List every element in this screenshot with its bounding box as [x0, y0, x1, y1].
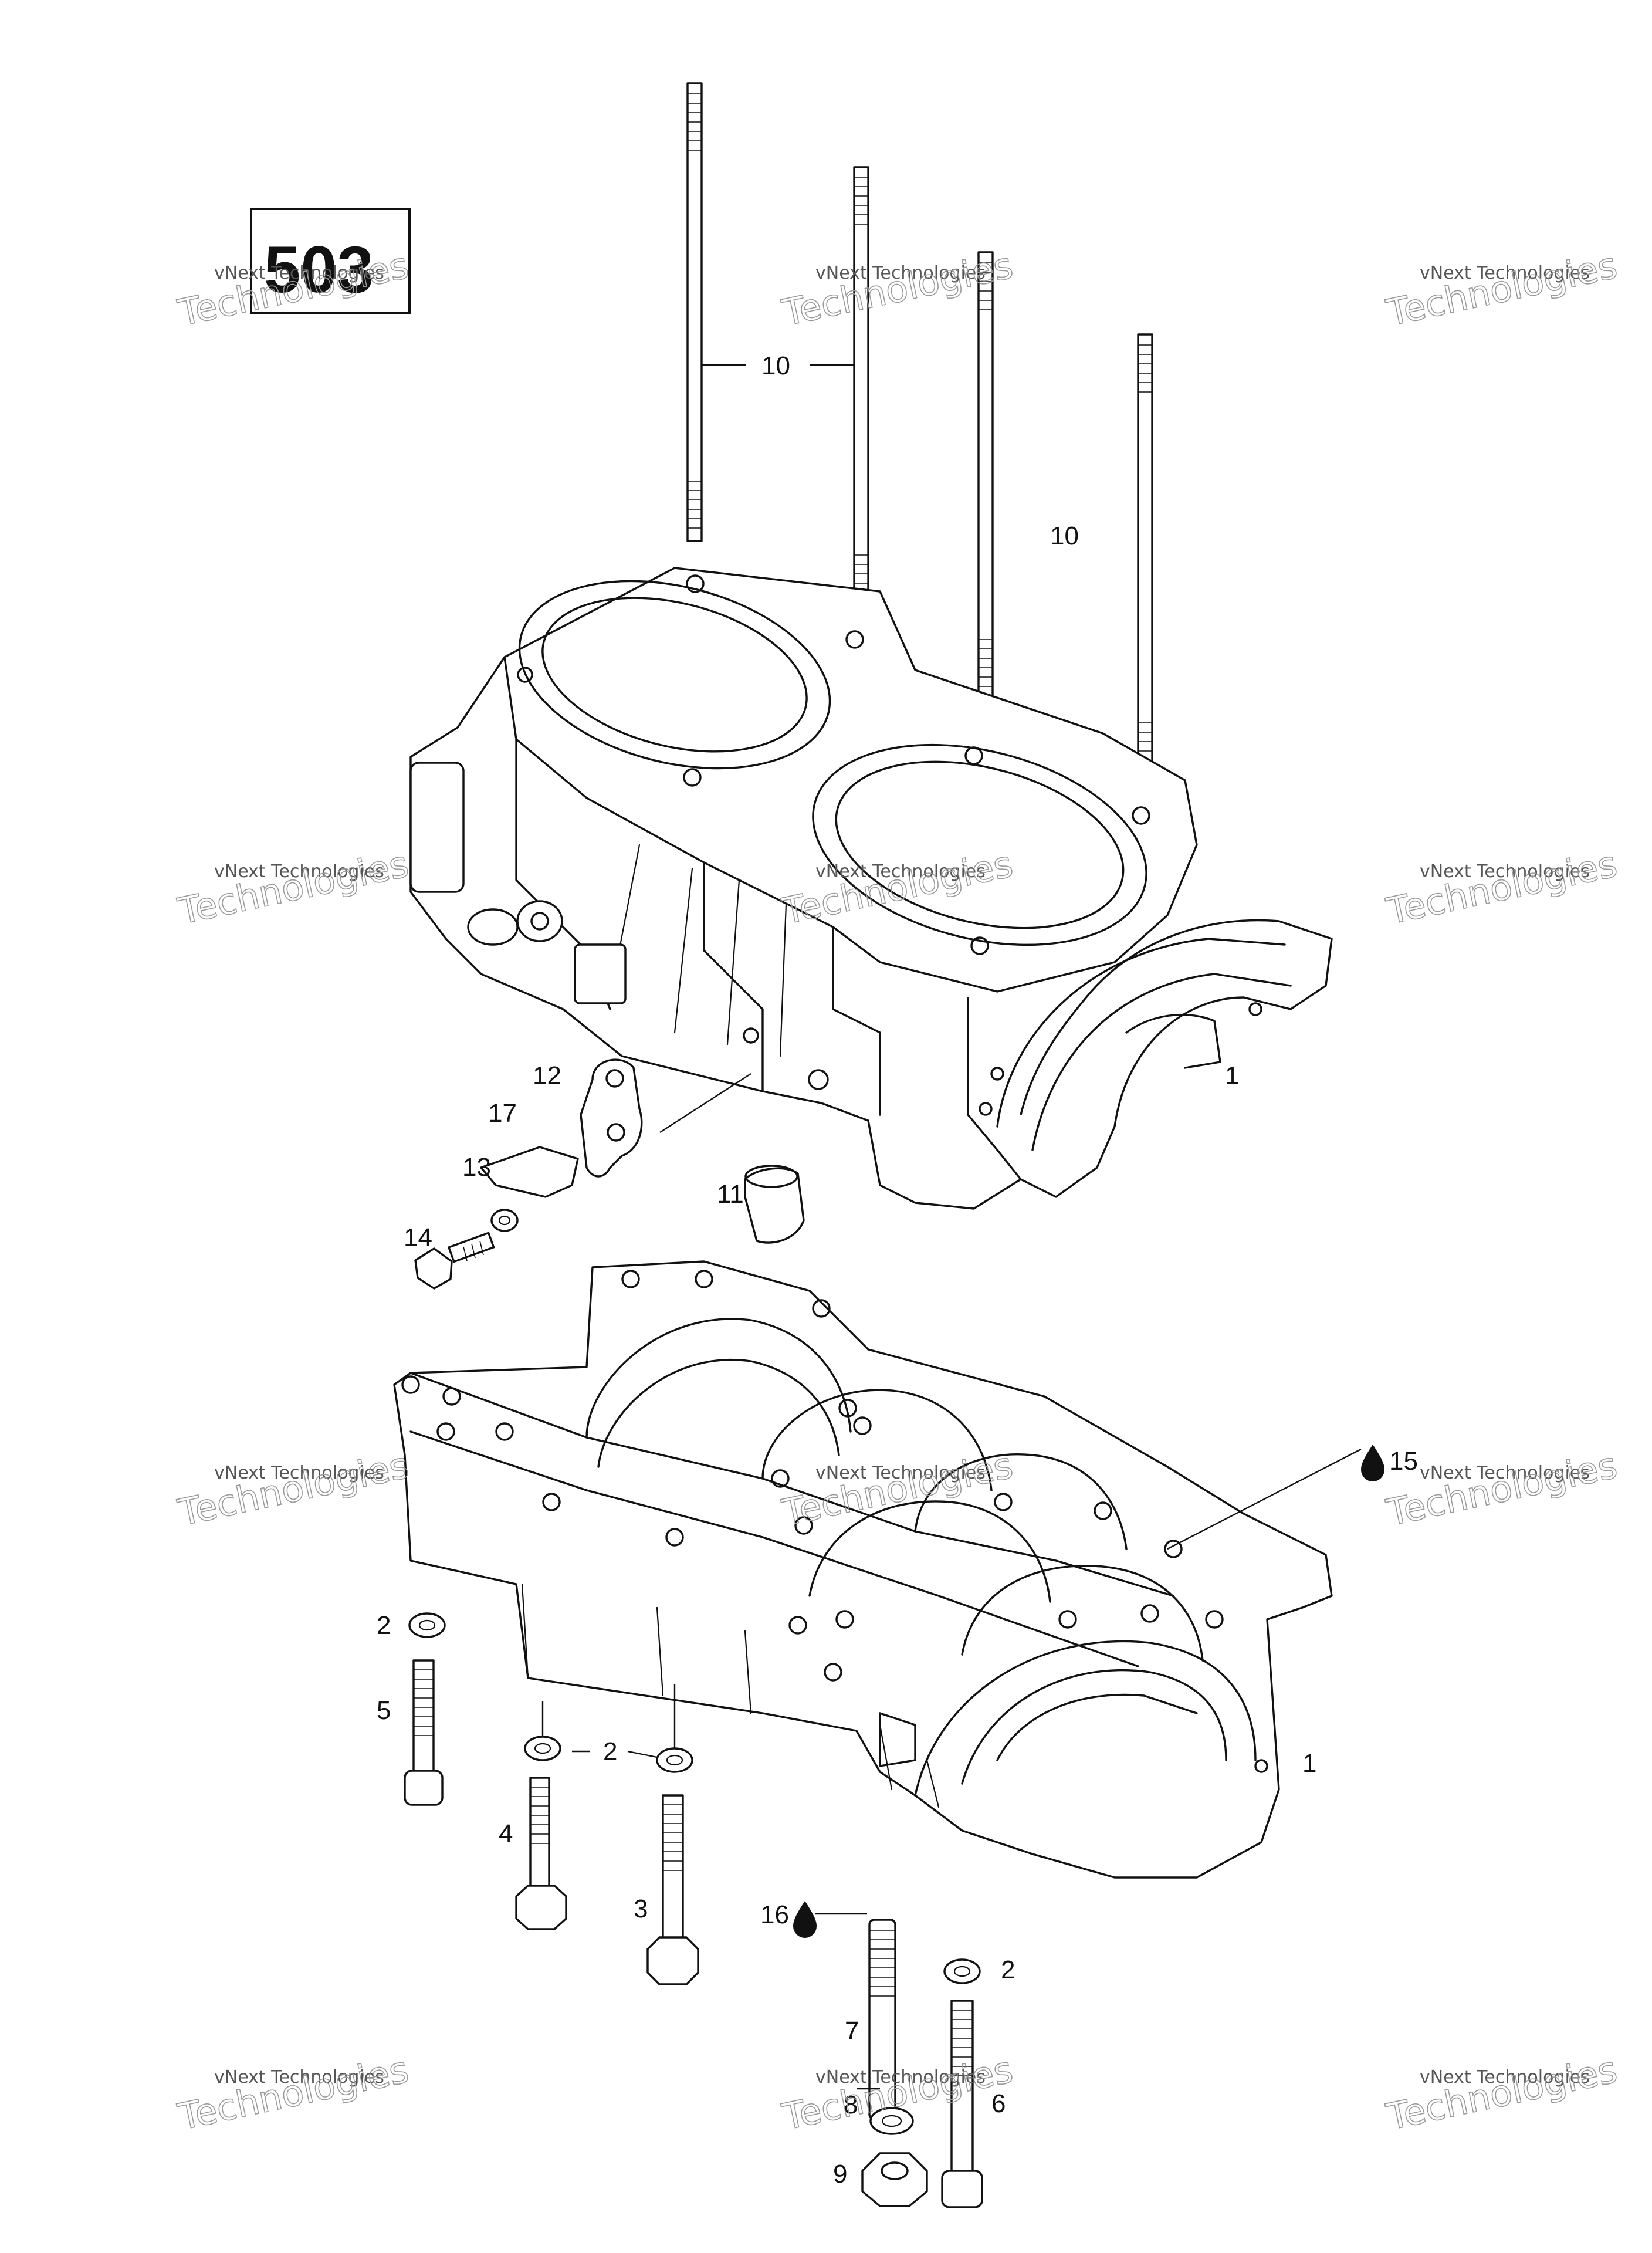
stud-3 — [977, 251, 994, 710]
oil-drop-icon — [1361, 1445, 1384, 1481]
callout-8: 8 — [844, 2090, 858, 2119]
svg-text:vNext Technologies: vNext Technologies — [214, 1463, 384, 1483]
watermark: vNext Technologies Technologies — [174, 842, 412, 933]
bracket-assembly — [414, 1058, 805, 1290]
svg-text:vNext Technologies: vNext Technologies — [214, 263, 384, 283]
callout-9: 9 — [833, 2160, 847, 2188]
callout-6: 6 — [991, 2089, 1006, 2118]
lower-crankcase-half — [393, 1260, 1333, 1879]
stud-1 — [686, 82, 703, 542]
lower-fasteners — [404, 1612, 983, 2208]
callout-14: 14 — [404, 1223, 432, 1252]
svg-text:vNext Technologies: vNext Technologies — [815, 861, 986, 882]
watermark: vNext Technologies Technologies — [174, 1443, 412, 1535]
watermark: vNext Technologies Technologies — [1382, 842, 1621, 933]
callout-10-right: 10 — [1050, 522, 1079, 550]
stud-2 — [853, 166, 869, 625]
callout-2-right: 2 — [1001, 1956, 1015, 1984]
svg-text:vNext Technologies: vNext Technologies — [815, 1463, 986, 1483]
svg-text:vNext Technologies: vNext Technologies — [1420, 1463, 1590, 1483]
watermarks: vNext Technologies Technologies vNext Te… — [174, 243, 1621, 2139]
callout-15: 15 — [1389, 1447, 1418, 1476]
callout-2-middle: 2 — [603, 1737, 617, 1766]
svg-text:vNext Technologies: vNext Technologies — [815, 263, 986, 283]
watermark: vNext Technologies Technologies — [1382, 2048, 1621, 2139]
callout-1-upper: 1 — [1225, 1061, 1239, 1090]
watermark: vNext Technologies Technologies — [174, 2048, 412, 2139]
stud-4 — [1137, 333, 1153, 792]
callout-5: 5 — [377, 1696, 391, 1725]
svg-text:vNext Technologies: vNext Technologies — [214, 861, 384, 882]
callout-13: 13 — [462, 1153, 491, 1182]
leader-lines — [541, 364, 1362, 2090]
watermark: vNext Technologies Technologies — [1382, 1443, 1621, 1535]
callout-11: 11 — [717, 1180, 744, 1209]
callout-16: 16 — [760, 1900, 789, 1929]
callout-3: 3 — [634, 1895, 648, 1923]
svg-text:vNext Technologies: vNext Technologies — [214, 2067, 384, 2088]
svg-text:vNext Technologies: vNext Technologies — [1420, 861, 1590, 882]
callout-1-lower: 1 — [1302, 1749, 1316, 1778]
callout-10-top: 10 — [761, 351, 790, 380]
callout-7: 7 — [845, 2017, 859, 2045]
svg-text:Technologies: Technologies — [174, 842, 412, 932]
upper-crankcase-half — [409, 567, 1333, 1210]
svg-text:Technologies: Technologies — [1383, 243, 1621, 334]
model-number-box: 503 — [250, 208, 411, 314]
svg-text:vNext Technologies: vNext Technologies — [1420, 263, 1590, 283]
svg-text:vNext Technologies: vNext Technologies — [815, 2067, 986, 2088]
svg-text:Technologies: Technologies — [174, 2048, 412, 2138]
callout-2-left: 2 — [377, 1611, 391, 1640]
watermark: vNext Technologies Technologies — [1382, 243, 1621, 335]
svg-text:Technologies: Technologies — [1383, 1443, 1621, 1534]
callout-12: 12 — [533, 1061, 561, 1090]
model-number: 503 — [264, 233, 374, 306]
callout-4: 4 — [499, 1819, 513, 1848]
svg-text:vNext Technologies: vNext Technologies — [1420, 2067, 1590, 2088]
svg-text:Technologies: Technologies — [174, 1443, 412, 1534]
svg-text:Technologies: Technologies — [1383, 2048, 1621, 2138]
oil-drop-icon — [793, 1901, 817, 1938]
callout-labels: 10 10 1 12 17 13 11 14 15 2 5 2 1 4 3 16… — [377, 351, 1418, 2188]
svg-text:Technologies: Technologies — [1383, 842, 1621, 932]
callout-17: 17 — [488, 1099, 517, 1128]
